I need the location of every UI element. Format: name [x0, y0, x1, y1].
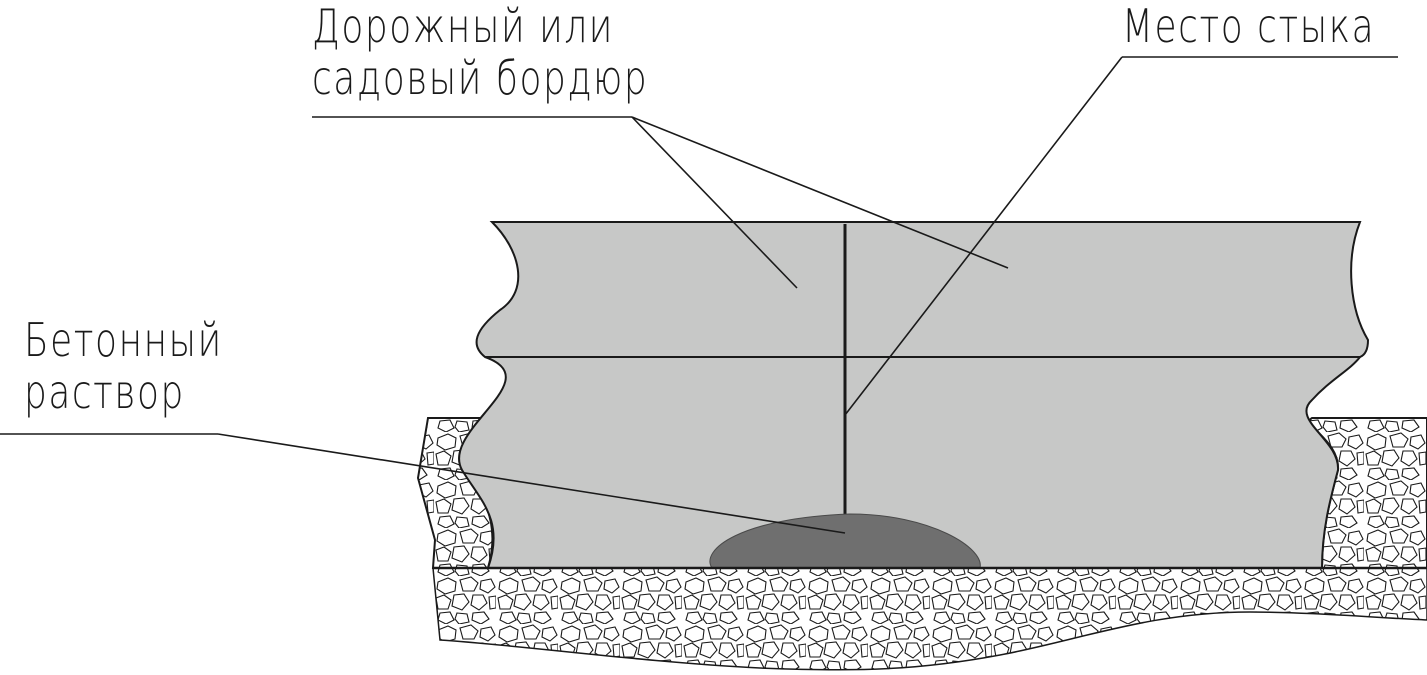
mortar-label-line-1: Бетонный — [24, 313, 223, 367]
curb-lower-row — [458, 356, 1363, 569]
curb-label-line-2: садовый бордюр — [312, 51, 649, 105]
curb-label: Дорожный или садовый бордюр — [312, 0, 648, 104]
joint-label-text: Место стыка — [1122, 0, 1376, 53]
curb-leader-right — [631, 116, 1009, 269]
curb-upper-row — [475, 221, 1370, 358]
mortar-leader — [217, 433, 846, 534]
curb-label-line-1: Дорожный или — [312, 0, 614, 53]
joint-leader — [844, 56, 1123, 416]
joint-label: Место стыка — [1122, 0, 1375, 52]
curb-leader-left — [631, 116, 798, 289]
mortar-label: Бетонный раствор — [24, 314, 223, 418]
gravel-base — [432, 567, 1427, 671]
mortar-label-line-2: раствор — [24, 365, 185, 419]
mortar-bed — [709, 513, 981, 569]
